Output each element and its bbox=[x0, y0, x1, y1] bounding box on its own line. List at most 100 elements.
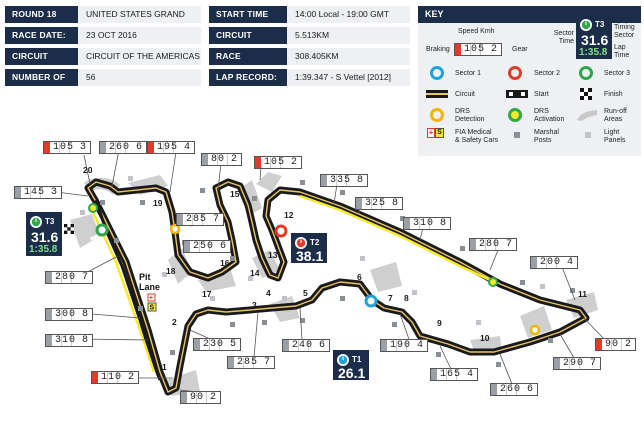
key-panel: KEY Speed Kmh Braking Gear 105 2 Sector … bbox=[418, 6, 641, 156]
info-laps-label: NUMBER OF LAPS: bbox=[5, 69, 78, 99]
stopwatch-icon bbox=[337, 354, 349, 366]
info-start-time: START TIME 14:00 Local - 19:00 GMT bbox=[209, 6, 410, 23]
key-circuit: Circuit bbox=[455, 91, 475, 98]
corner-7: 7 bbox=[388, 293, 393, 303]
stopwatch-icon bbox=[30, 216, 42, 228]
key-start: Start bbox=[534, 91, 549, 98]
sector-badge-t2: T2 38.1 bbox=[291, 233, 327, 264]
info-start-time-value: 14:00 Local - 19:00 GMT bbox=[287, 6, 410, 23]
badge-t3-time: 31.6 bbox=[31, 229, 59, 245]
drs-detection-1 bbox=[169, 223, 181, 235]
info-laps: NUMBER OF LAPS: 56 bbox=[5, 69, 201, 99]
key-light-panels: Light Panels bbox=[604, 129, 626, 144]
sector3-icon bbox=[579, 66, 593, 80]
marshal-post-icon bbox=[514, 132, 520, 138]
drs-activation-icon bbox=[508, 108, 522, 122]
info-circuit-name: CIRCUIT NAME: CIRCUIT OF THE AMERICAS bbox=[5, 48, 201, 78]
sector-badge-t3: T3 31.6 1:35.8 bbox=[26, 212, 62, 256]
drs-activation-2 bbox=[488, 277, 498, 287]
key-speed-value: 105 bbox=[461, 44, 489, 55]
fia-medical-icon: + S bbox=[147, 293, 157, 312]
info-round-label: ROUND 18 bbox=[5, 6, 78, 23]
corner-17: 17 bbox=[202, 289, 212, 299]
circuit-icon bbox=[426, 90, 448, 98]
key-lap-time-label: Lap Time bbox=[614, 44, 630, 59]
key-badge-lap: 1:35.8 bbox=[579, 47, 608, 58]
finish-flag-icon bbox=[580, 88, 592, 100]
info-lap-record-value: 1:39.347 - S Vettel [2012] bbox=[287, 69, 410, 86]
sector2-marker bbox=[274, 224, 288, 238]
sector1-marker bbox=[364, 294, 378, 308]
corner-3: 3 bbox=[252, 300, 257, 310]
info-lap-record: LAP RECORD: 1:39.347 - S Vettel [2012] bbox=[209, 69, 410, 86]
corner-6: 6 bbox=[357, 272, 362, 282]
badge-t2-label: T2 bbox=[310, 238, 320, 247]
info-lap-record-label: LAP RECORD: bbox=[209, 69, 287, 86]
badge-t3-lap: 1:35.8 bbox=[29, 244, 58, 255]
key-braking-label: Braking bbox=[426, 46, 450, 53]
corner-20: 20 bbox=[83, 165, 93, 175]
corner-9: 9 bbox=[437, 318, 442, 328]
key-braking-tab bbox=[455, 44, 461, 55]
stopwatch-icon bbox=[295, 237, 307, 249]
sector2-icon bbox=[508, 66, 522, 80]
corner-14: 14 bbox=[250, 268, 260, 278]
badge-t1-time: 26.1 bbox=[338, 365, 366, 381]
corner-5: 5 bbox=[303, 288, 308, 298]
info-race-date: RACE DATE: 23 OCT 2016 bbox=[5, 27, 201, 44]
key-sector-badge: T3 31.6 1:35.8 bbox=[576, 15, 612, 59]
key-speed-label: Speed Kmh bbox=[458, 28, 495, 35]
key-sector1: Sector 1 bbox=[455, 70, 482, 77]
key-badge-sector: T3 bbox=[595, 20, 605, 29]
info-race-distance-value: 308.405KM bbox=[287, 48, 410, 65]
info-race-date-value: 23 OCT 2016 bbox=[78, 27, 201, 44]
corner-13: 13 bbox=[268, 250, 278, 260]
finish-flag-icon bbox=[64, 224, 74, 234]
stopwatch-icon bbox=[580, 19, 592, 31]
info-circuit-length-value: 5.513KM bbox=[287, 27, 410, 44]
corner-15: 15 bbox=[230, 189, 240, 199]
corner-18: 18 bbox=[166, 266, 176, 276]
corner-12: 12 bbox=[284, 210, 294, 220]
key-finish: Finish bbox=[604, 91, 623, 98]
drs-detection-2 bbox=[529, 324, 541, 336]
start-icon bbox=[506, 90, 528, 98]
svg-text:+: + bbox=[149, 295, 153, 302]
key-drs-activation: DRS Activation bbox=[534, 108, 565, 123]
fia-medical-icon: + S bbox=[427, 128, 444, 138]
corner-16: 16 bbox=[220, 258, 230, 268]
badge-t1-label: T1 bbox=[352, 355, 362, 364]
info-race-date-label: RACE DATE: bbox=[5, 27, 78, 44]
key-drs-detection: DRS Detection bbox=[455, 108, 485, 123]
badge-t2-time: 38.1 bbox=[296, 248, 324, 264]
sector3-marker bbox=[95, 223, 109, 237]
light-panels bbox=[80, 176, 545, 325]
corner-1: 1 bbox=[162, 362, 167, 372]
key-badge-time: 31.6 bbox=[581, 32, 609, 48]
key-fia-medical: FIA Medical & Safety Cars bbox=[455, 129, 499, 144]
corner-11: 11 bbox=[578, 289, 587, 299]
sector-badge-t1: T1 26.1 bbox=[333, 350, 369, 381]
key-gear-value: 2 bbox=[488, 44, 502, 55]
corner-8: 8 bbox=[404, 293, 409, 303]
corner-19: 19 bbox=[153, 198, 163, 208]
corner-4: 4 bbox=[266, 288, 271, 298]
